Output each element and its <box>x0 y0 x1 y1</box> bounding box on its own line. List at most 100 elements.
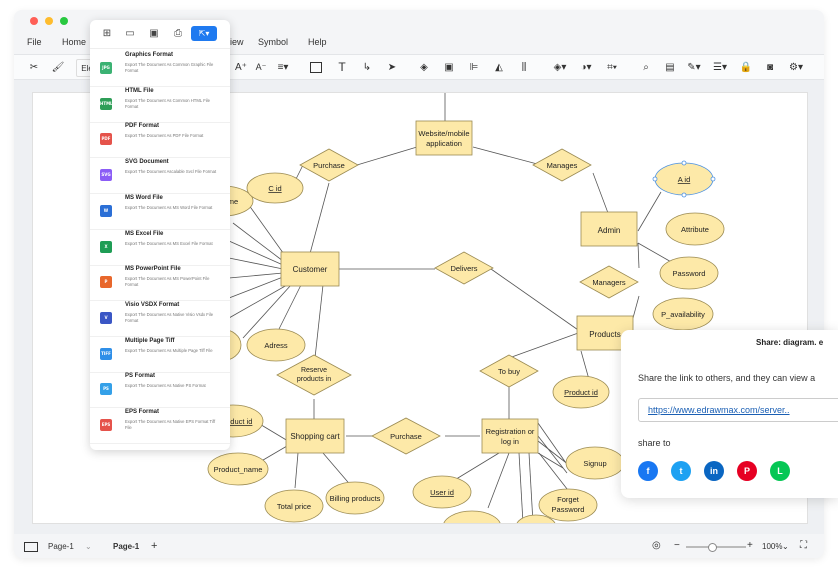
relationship-purchase-top[interactable]: Purchase <box>299 148 359 182</box>
frame-icon[interactable]: ◙ <box>766 61 774 73</box>
cut-icon[interactable]: ✂ <box>29 61 39 73</box>
attribute-a-id[interactable]: A id <box>652 160 716 198</box>
relationship-to-buy[interactable]: To buy <box>479 354 539 388</box>
crop-icon[interactable]: ⌗▾ <box>607 61 617 73</box>
attribute-total-price[interactable]: Total price <box>264 489 324 523</box>
increase-font-button[interactable]: A⁺ <box>235 61 247 73</box>
pen-color-icon[interactable]: ✎▾ <box>687 61 701 73</box>
close-window-dot[interactable] <box>30 17 38 25</box>
selection-handle-right[interactable] <box>710 176 716 182</box>
share-link-field[interactable]: https://www.edrawmax.com/server.. <box>638 398 838 422</box>
zoom-level[interactable]: 100% <box>762 542 783 551</box>
attribute-forget-password[interactable]: Forget Password <box>538 488 598 522</box>
print-icon[interactable]: ⎙ <box>174 28 182 39</box>
attribute-adress[interactable]: Adress <box>246 328 306 362</box>
export-item-description: Export The Document As PDF File Format <box>125 133 204 139</box>
maximize-window-dot[interactable] <box>60 17 68 25</box>
zoom-out-button[interactable]: − <box>674 540 680 551</box>
fill-color-icon[interactable]: ◈▾ <box>553 61 567 73</box>
attribute-p-availability[interactable]: P_availability <box>652 297 714 331</box>
attribute-password[interactable]: Password <box>659 256 719 290</box>
page-select[interactable]: Page-1 <box>48 542 74 551</box>
attribute-c-id[interactable]: C id <box>246 172 304 204</box>
add-page-button[interactable]: + <box>151 540 158 552</box>
attribute-billing-products[interactable]: Billing products <box>325 481 385 515</box>
lock-icon[interactable]: 🔒 <box>739 61 753 73</box>
menu-symbol[interactable]: Symbol <box>258 37 289 47</box>
entity-customer[interactable]: Customer <box>280 251 340 287</box>
distribute-icon[interactable]: ⫼ <box>521 61 527 73</box>
zoom-chevron-icon[interactable]: ⌄ <box>782 542 789 551</box>
more-tools-icon[interactable]: ⚙▾ <box>789 61 803 73</box>
selection-handle-bottom[interactable] <box>681 192 687 198</box>
layers-icon[interactable]: ◈ <box>420 61 428 73</box>
attribute-bottom-partial[interactable] <box>443 510 501 523</box>
entity-shopping-cart[interactable]: Shopping cart <box>285 418 345 454</box>
zoom-slider-thumb[interactable] <box>708 543 717 552</box>
page-tab[interactable]: Page-1 <box>113 542 140 551</box>
minimize-window-dot[interactable] <box>45 17 53 25</box>
line-icon[interactable]: L <box>770 461 790 481</box>
connector-icon[interactable]: ↳ <box>362 61 372 73</box>
menu-help[interactable]: Help <box>308 37 327 47</box>
new-file-icon[interactable]: ⊞ <box>102 28 112 39</box>
export-button[interactable]: ⇱▾ <box>191 26 217 41</box>
group-icon[interactable]: ▣ <box>444 61 454 73</box>
align-left-icon[interactable]: ⊫ <box>469 61 479 73</box>
attribute-product-id[interactable]: Product id <box>552 375 610 409</box>
rectangle-icon[interactable] <box>308 59 324 75</box>
linkedin-icon[interactable]: in <box>704 461 724 481</box>
line-style-icon[interactable]: ◑▾ <box>580 61 592 73</box>
attribute-bottom-partial-2[interactable] <box>516 514 556 523</box>
relationship-manages[interactable]: Manages <box>532 148 592 182</box>
text-icon[interactable]: T <box>338 60 346 74</box>
selection-handle-left[interactable] <box>652 176 658 182</box>
pointer-icon[interactable]: ➤ <box>387 61 397 73</box>
zoom-in-button[interactable]: + <box>747 540 753 551</box>
twitter-icon[interactable]: t <box>671 461 691 481</box>
entity-registration[interactable]: Registration or log in <box>481 418 539 454</box>
page-select-chevron-icon[interactable]: ⌄ <box>85 542 92 551</box>
zoom-slider[interactable] <box>686 543 746 552</box>
align-icon[interactable]: ≡▾ <box>277 61 289 73</box>
attribute-signup[interactable]: Signup <box>565 446 625 480</box>
page-view-icon[interactable] <box>24 542 38 552</box>
relationship-reserve[interactable]: Reserve products in <box>276 354 352 396</box>
selection-handle-top[interactable] <box>681 160 687 166</box>
menu-file[interactable]: File <box>27 37 42 47</box>
fit-icon[interactable]: ◎ <box>652 540 661 551</box>
fullscreen-icon[interactable]: ⛶ <box>800 540 807 551</box>
flip-icon[interactable]: ◭ <box>495 61 503 73</box>
format-icon[interactable]: ▤ <box>665 61 675 73</box>
menu-home[interactable]: Home <box>62 37 87 47</box>
relationship-delivers[interactable]: Delivers <box>434 251 494 285</box>
relationship-managers[interactable]: Managers <box>579 265 639 299</box>
attribute-product-name[interactable]: Product_name <box>207 452 269 486</box>
share-link-url[interactable]: https://www.edrawmax.com/server.. <box>648 405 790 415</box>
line-weight-icon[interactable]: ☰▾ <box>713 61 727 73</box>
relationship-purchase-bottom[interactable]: Purchase <box>371 417 441 455</box>
save-icon[interactable]: ▣ <box>149 28 159 39</box>
entity-admin[interactable]: Admin <box>580 211 638 247</box>
entity-website[interactable]: Website/mobile application <box>415 120 473 156</box>
search-icon[interactable]: ⌕ <box>643 61 649 73</box>
attribute-attribute[interactable]: Attribute <box>665 212 725 246</box>
attribute-user-id[interactable]: User id <box>412 475 472 509</box>
decrease-font-button[interactable]: A⁻ <box>255 61 267 72</box>
menu-view[interactable]: iew <box>230 37 244 47</box>
open-folder-icon[interactable]: ▭ <box>125 28 135 39</box>
pinterest-icon[interactable]: P <box>737 461 757 481</box>
facebook-icon[interactable]: f <box>638 461 658 481</box>
format-painter-icon[interactable]: 🖌 <box>51 61 65 73</box>
